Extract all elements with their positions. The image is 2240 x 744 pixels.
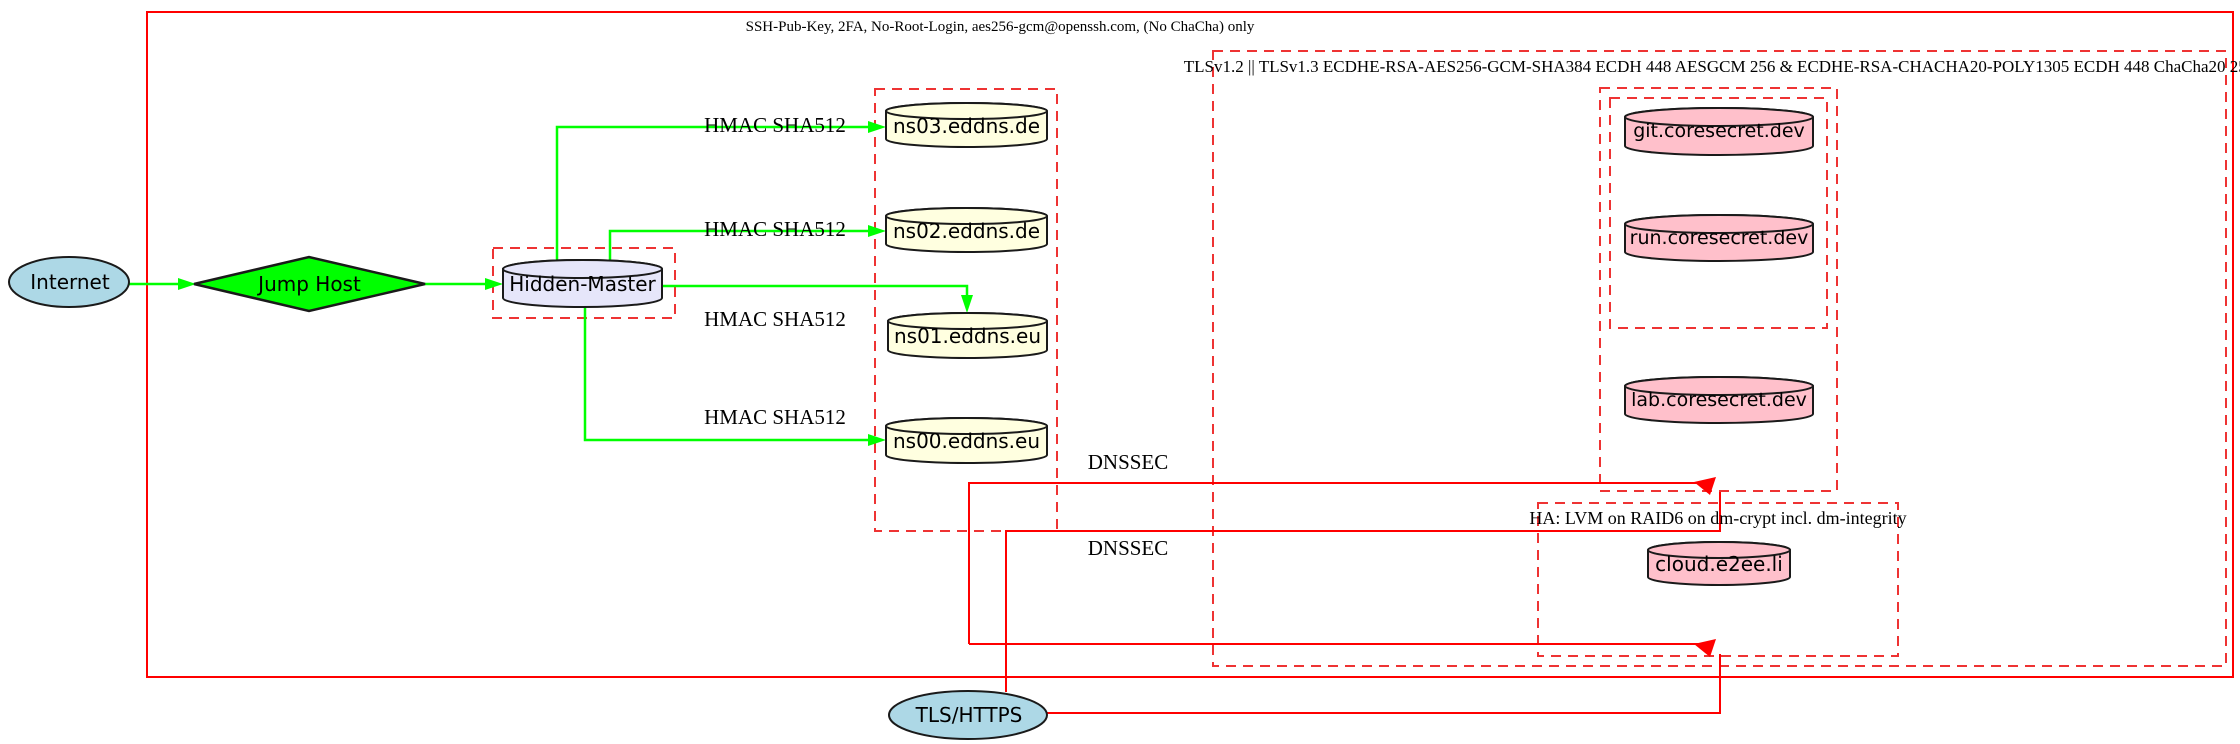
run-lid — [1624, 214, 1814, 234]
git-label: git.coresecret.dev — [1633, 120, 1805, 142]
ha-cluster-box — [1537, 502, 1899, 657]
arrowhead-hiddenmaster — [485, 278, 503, 290]
ns00-lid — [885, 417, 1048, 435]
edge-tlshttps-coresecret — [1005, 492, 1721, 692]
cloud-lid — [1647, 541, 1791, 559]
edge-hiddenmaster-ns00 — [583, 307, 868, 442]
hidden-master-label: Hidden-Master — [509, 271, 656, 296]
hmac-label-ns01: HMAC SHA512 — [704, 306, 846, 331]
arrowhead-ns01 — [961, 295, 973, 313]
ns01-lid — [887, 312, 1048, 330]
tls-boundary-label: TLSv1.2 || TLSv1.3 ECDHE-RSA-AES256-GCM-… — [1183, 56, 2240, 76]
lab-label: lab.coresecret.dev — [1631, 388, 1807, 411]
internet-label: Internet — [30, 270, 110, 294]
lab-lid — [1624, 376, 1814, 396]
git-lid — [1624, 107, 1814, 127]
ns02-label: ns02.eddns.de — [892, 218, 1041, 243]
arrowhead-ns00 — [868, 434, 886, 446]
edge-tlshttps-ha — [1047, 654, 1721, 714]
hmac-label-ns02: HMAC SHA512 — [704, 216, 846, 241]
ssh-boundary-label: SSH-Pub-Key, 2FA, No-Root-Login, aes256-… — [745, 18, 1255, 35]
edge-dnssec-coresecret — [968, 482, 1701, 644]
jump-host-label: Jump Host — [258, 272, 361, 296]
ns00-label: ns00.eddns.eu — [892, 428, 1041, 453]
cylinder-nodes — [502, 102, 1814, 586]
tls-https-node — [888, 690, 1048, 740]
edge-hiddenmaster-ns02 — [608, 229, 868, 260]
dnssec-label-coresecret: DNSSEC — [1087, 449, 1169, 474]
ns03-lid — [885, 102, 1048, 120]
run-label: run.coresecret.dev — [1629, 226, 1809, 249]
ssh-boundary-box — [146, 11, 2234, 678]
arrowhead-ha — [1694, 639, 1716, 657]
edge-hiddenmaster-ns03 — [555, 125, 868, 260]
arrowhead-coresecret — [1694, 477, 1716, 495]
hmac-label-ns03: HMAC SHA512 — [704, 112, 846, 137]
arrowhead-jumphost — [178, 278, 196, 290]
edge-hiddenmaster-ns01 — [662, 284, 969, 296]
git-run-cluster-box — [1609, 97, 1828, 329]
ns02-lid — [885, 207, 1048, 225]
dnssec-label-ha: DNSSEC — [1087, 535, 1169, 560]
arrowhead-ns02 — [868, 225, 886, 237]
dns-cluster-box — [874, 88, 1058, 532]
tls-https-label: TLS/HTTPS — [915, 703, 1023, 727]
coresecret-cluster-box — [1599, 87, 1838, 492]
cloud-label: cloud.e2ee.li — [1655, 552, 1783, 576]
ha-boundary-label: HA: LVM on RAID6 on dm-crypt incl. dm-in… — [1529, 508, 1907, 528]
ns03-label: ns03.eddns.de — [892, 113, 1041, 138]
hmac-label-ns00: HMAC SHA512 — [704, 404, 846, 429]
jump-host-node — [193, 255, 426, 313]
hidden-master-lid — [502, 259, 663, 279]
arrowhead-ns03 — [868, 121, 886, 133]
ns01-label: ns01.eddns.eu — [893, 323, 1042, 348]
internet-node — [8, 256, 130, 308]
